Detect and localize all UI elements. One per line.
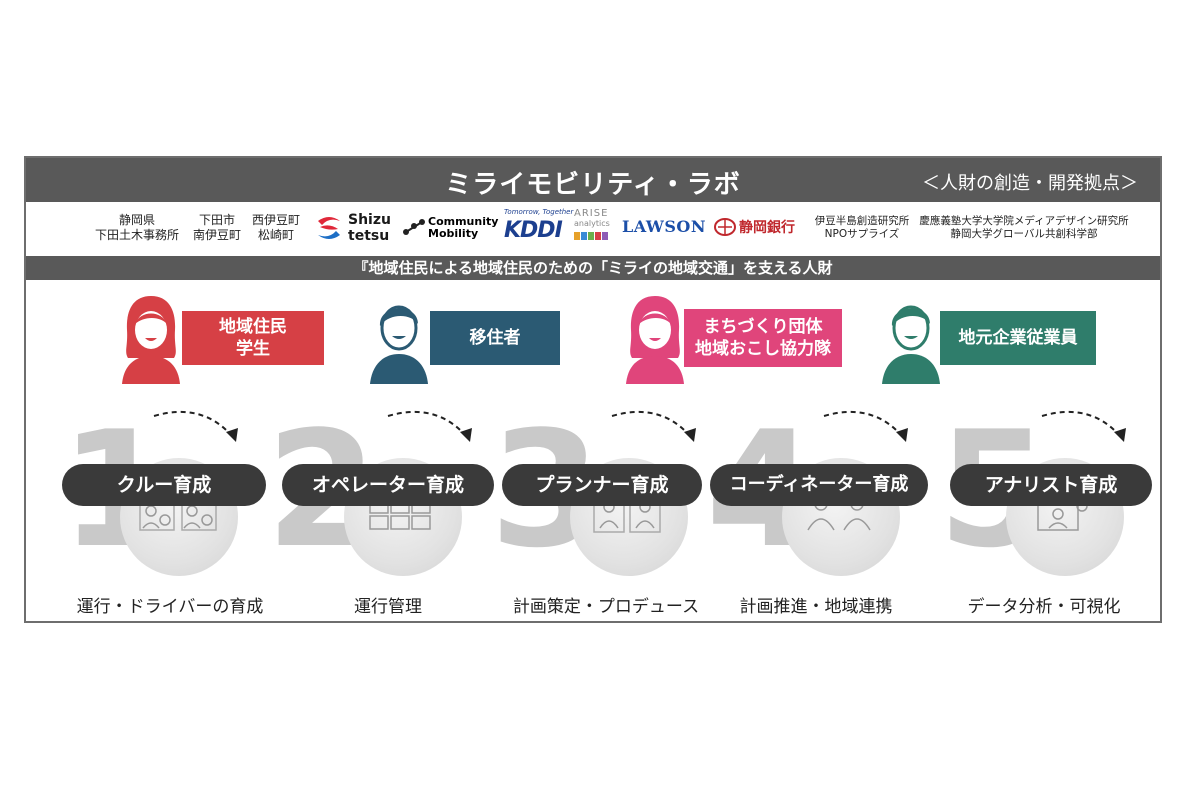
male-person-icon: [370, 305, 428, 384]
partner-nishiizu-town: 西伊豆町 松崎町: [248, 213, 304, 243]
shizutetsu-logo: Shizu tetsu: [314, 210, 398, 246]
arise-text-1: ARISE: [574, 208, 609, 219]
persona-tag-local-employees: 地元企業従業員: [940, 311, 1096, 365]
female-person-icon: [626, 296, 684, 384]
persona-line: 地域おこし協力隊: [695, 339, 831, 359]
partner-text: 慶應義塾大学大学院メディアデザイン研究所: [919, 215, 1129, 227]
step-caption: データ分析・可視化: [967, 597, 1121, 617]
mission-bar: 『地域住民による地域住民のための「ミライの地域交通」を支える人財: [26, 256, 1160, 280]
shizuoka-bank-logo: 静岡銀行: [714, 216, 798, 240]
community-mobility-text-2: Mobility: [428, 227, 479, 240]
partner-logos-row: 静岡県 下田土木事務所 下田市 南伊豆町 西伊豆町 松崎町 Shizu tets…: [26, 202, 1160, 256]
lawson-logo: LAWSON: [622, 217, 706, 236]
arise-text-2: analytics: [574, 219, 610, 228]
partner-text: 西伊豆町: [251, 213, 300, 227]
step-caption: 計画推進・地域連携: [739, 597, 893, 617]
lab-diagram: ミライモビリティ・ラボ ＜人財の創造・開発拠点＞ 静岡県 下田土木事務所 下田市…: [24, 156, 1162, 623]
step-label-analyst: アナリスト育成: [950, 464, 1152, 506]
curved-arrow-icon: [823, 410, 908, 442]
persona-line: まちづくり団体: [703, 317, 823, 337]
kddi-logo: Tomorrow, Together KDDI: [504, 208, 574, 248]
partner-text: 下田市: [198, 213, 235, 227]
diagram-title: ミライモビリティ・ラボ: [445, 170, 741, 200]
kddi-wordmark: KDDI: [504, 218, 563, 243]
persona-tag-residents: 地域住民 学生: [182, 311, 324, 365]
partner-text: 南伊豆町: [192, 228, 241, 242]
step-label-operator: オペレーター育成: [282, 464, 494, 506]
step-label-planner: プランナー育成: [502, 464, 702, 506]
diagram-subtitle: ＜人財の創造・開発拠点＞: [922, 173, 1138, 194]
persona-tag-migrants: 移住者: [430, 311, 560, 365]
community-mobility-mark-icon: [403, 219, 425, 235]
arise-color-blocks-icon: [574, 232, 608, 240]
male-person-icon: [882, 305, 940, 384]
persona-line: 地元企業従業員: [958, 328, 1078, 348]
partner-universities: 慶應義塾大学大学院メディアデザイン研究所 静岡大学グローバル共創科学部: [914, 215, 1134, 241]
persona-tag-community-groups: まちづくり団体 地域おこし協力隊: [684, 309, 842, 367]
step-label-crew: クルー育成: [62, 464, 266, 506]
partner-text: 下田土木事務所: [94, 228, 179, 242]
partner-shimoda-city: 下田市 南伊豆町: [189, 213, 245, 243]
arise-logo: ARISE analytics: [574, 208, 618, 248]
step-caption: 運行・ドライバーの育成: [76, 597, 264, 617]
kddi-tagline: Tomorrow, Together: [504, 208, 574, 216]
persona-line: 移住者: [469, 328, 521, 348]
partner-shizuoka-pref: 静岡県 下田土木事務所: [92, 213, 182, 243]
partner-text: NPOサプライズ: [824, 228, 900, 240]
partner-text: 松崎町: [257, 228, 294, 242]
bank-text: 静岡銀行: [739, 220, 795, 236]
partner-text: 静岡県: [118, 213, 155, 227]
mission-statement: 『地域住民による地域住民のための「ミライの地域交通」を支える人財: [353, 259, 833, 277]
title-bar: ミライモビリティ・ラボ ＜人財の創造・開発拠点＞: [26, 158, 1160, 202]
female-person-icon: [122, 296, 180, 384]
community-mobility-logo: Community Mobility: [402, 216, 498, 242]
step-caption: 計画策定・プロデュース: [512, 597, 700, 617]
step-label-coordinator: コーディネーター育成: [710, 464, 928, 506]
community-mobility-text-1: Community: [428, 215, 499, 228]
curved-arrow-icon: [153, 410, 238, 442]
shizutetsu-mark-icon: [318, 217, 340, 239]
partner-text: 静岡大学グローバル共創科学部: [950, 228, 1098, 240]
curved-arrow-icon: [1041, 410, 1126, 442]
step-caption: 運行管理: [354, 597, 422, 617]
curved-arrow-icon: [611, 410, 696, 442]
shizutetsu-text-2: tetsu: [348, 228, 390, 244]
bank-mark-icon: [714, 218, 736, 236]
curved-arrow-icon: [387, 410, 472, 442]
persona-line: 地域住民: [219, 317, 287, 337]
partner-text: 伊豆半島創造研究所: [814, 215, 910, 227]
shizutetsu-text-1: Shizu: [348, 212, 391, 228]
persona-line: 学生: [236, 339, 270, 359]
partner-izu-institute: 伊豆半島創造研究所 NPOサプライズ: [800, 215, 924, 241]
